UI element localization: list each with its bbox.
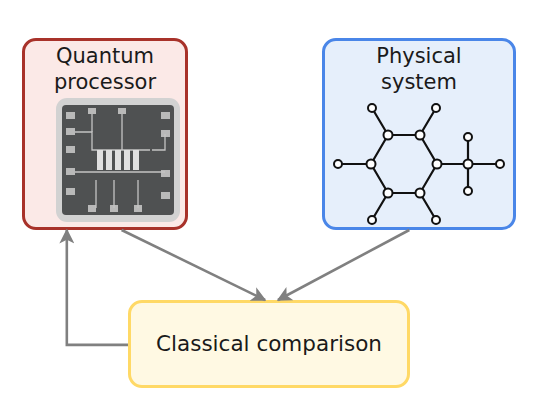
molecule-illustration bbox=[334, 104, 504, 224]
comparison-box: Classical comparison bbox=[128, 300, 410, 388]
flow-arrow bbox=[67, 230, 128, 345]
node-label: Classical comparison bbox=[134, 331, 404, 357]
chip-pads bbox=[66, 108, 170, 212]
processor-box: Quantum processor bbox=[22, 38, 188, 230]
chip-die bbox=[62, 105, 174, 215]
qubit-row bbox=[97, 150, 139, 170]
node-label: Quantum processor bbox=[30, 44, 180, 95]
node-label: Physical system bbox=[354, 44, 484, 95]
chip-frame bbox=[56, 98, 180, 222]
chip-illustration bbox=[56, 98, 180, 222]
chip-wires bbox=[75, 114, 165, 208]
flow-arrow bbox=[122, 230, 265, 300]
system-box: Physical system bbox=[322, 38, 516, 230]
flow-arrow bbox=[278, 230, 409, 300]
